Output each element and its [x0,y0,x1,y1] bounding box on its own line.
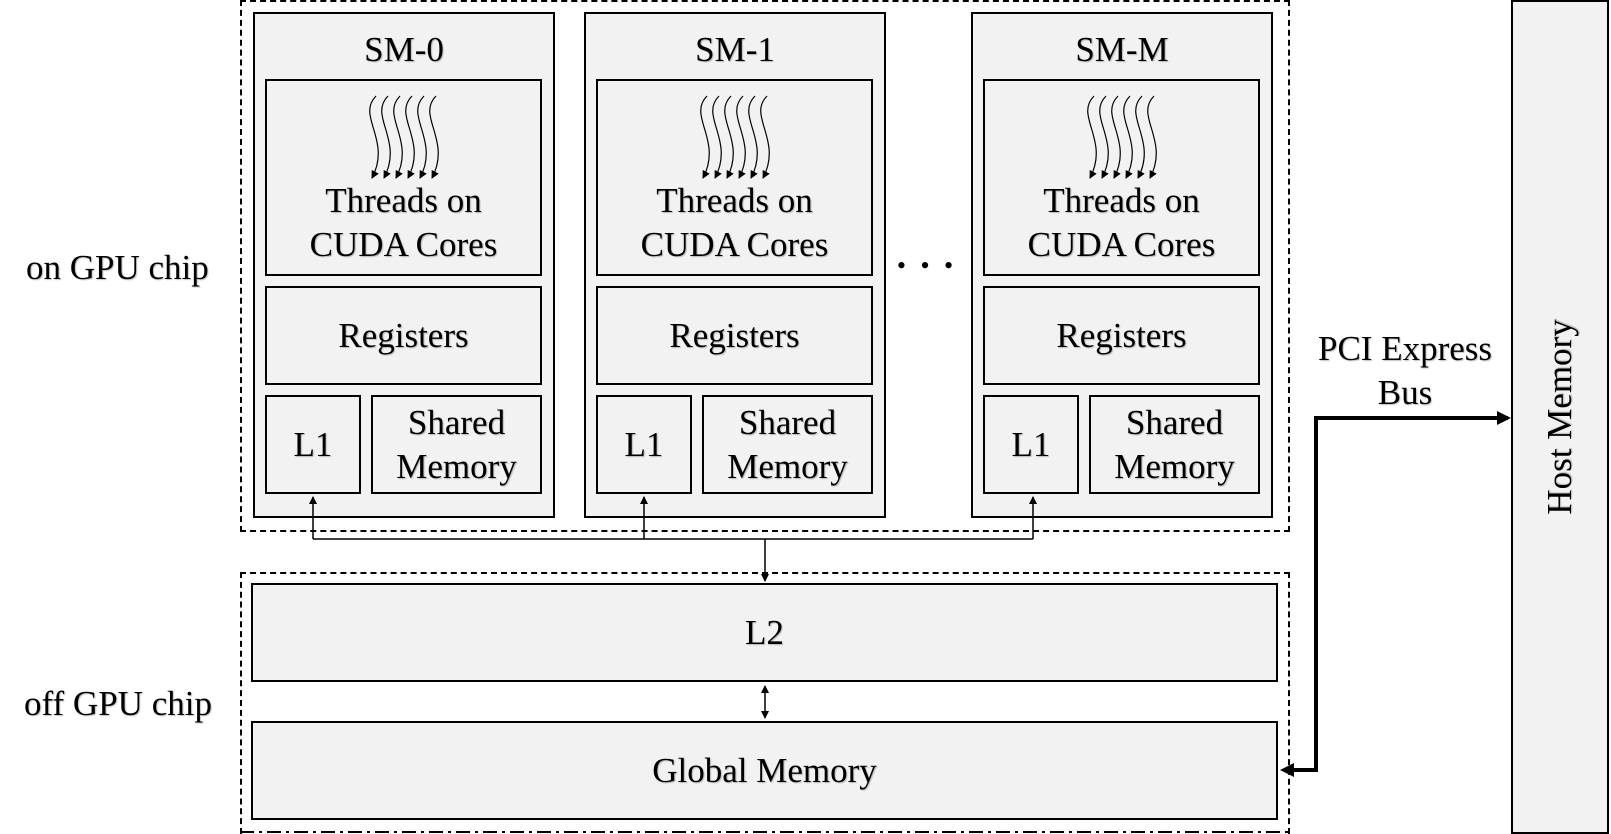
pci-express-link [1285,416,1508,772]
ellipsis: • • • [896,251,958,280]
l1-l2-bus [309,496,1037,582]
registers-box-1: Registers [596,286,873,385]
l1-box-m: L1 [983,395,1079,494]
registers-box-0: Registers [265,286,542,385]
global-memory-box: Global Memory [251,721,1278,820]
l1-box-0: L1 [265,395,361,494]
host-memory-box: Host Memory [1511,0,1609,834]
on-gpu-chip-label: on GPU chip [26,248,209,287]
sm-title: SM-1 [695,30,775,69]
threads-icon-1 [700,95,770,179]
l1-box-1: L1 [596,395,692,494]
l2-box: L2 [251,583,1278,682]
pci-arrowhead-global [1280,763,1294,777]
threads-icon-m [1087,95,1157,179]
pci-express-bus-label: PCI Express Bus [1317,329,1493,412]
sm-title: SM-M [1075,30,1169,69]
off-gpu-chip-label: off GPU chip [24,684,212,723]
threads-icon-0 [369,95,439,179]
sm-title: SM-0 [364,30,444,69]
pci-arrowhead-host [1497,411,1511,425]
registers-box-m: Registers [983,286,1260,385]
on-gpu-chip-region [240,0,1290,532]
